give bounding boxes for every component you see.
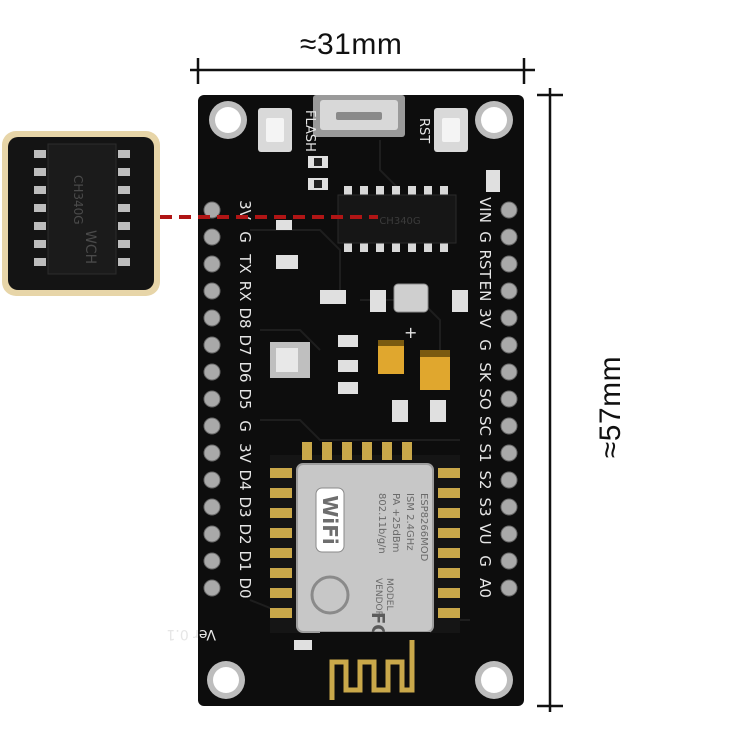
flash-label: FLASH: [302, 110, 317, 152]
mounting-hole: [209, 101, 247, 139]
pin-label: A0: [476, 578, 494, 598]
crystal: [393, 283, 429, 313]
left-header-pins: [203, 201, 221, 597]
module-text-line: PA +25dBm: [390, 493, 401, 552]
pin-label: 3V: [476, 308, 494, 329]
pin-label: D2: [236, 523, 254, 544]
left-pin-labels: 3V G TX RX D8 D7 D6 D5 G 3V D4 D3 D2 D1 …: [236, 200, 254, 598]
voltage-regulator: [270, 342, 310, 378]
pin-label: S3: [476, 497, 494, 516]
tantalum-capacitor: [420, 350, 450, 390]
pin-label: SC: [476, 416, 494, 436]
mounting-hole: [207, 661, 245, 699]
pin-label: D3: [236, 496, 254, 517]
module-text-line: ISM 2.4GHz: [404, 493, 415, 551]
pin-label: S1: [476, 443, 494, 462]
smd-components: [276, 156, 500, 650]
espressif-logo: [310, 575, 350, 615]
flash-button: [258, 108, 292, 152]
right-pin-labels: VIN G RST EN 3V G SK SO SC S1 S2 S3 VU G…: [476, 197, 494, 598]
pin-label: D4: [236, 469, 254, 490]
pin-label: G: [236, 231, 254, 243]
pin-label: RX: [236, 281, 254, 302]
vendor-label: VENDOR: [373, 578, 383, 617]
pin-label: D0: [236, 577, 254, 598]
model-label: MODEL: [384, 578, 394, 610]
right-header-pins: [500, 201, 518, 597]
pin-label: G: [236, 420, 254, 432]
pin-label: G: [476, 555, 494, 567]
pin-label: SK: [476, 362, 494, 383]
pin-label: D5: [236, 388, 254, 409]
pin-label: D6: [236, 361, 254, 382]
pin-label: S2: [476, 470, 494, 489]
module-text-line: ESP8266MOD: [418, 493, 429, 562]
pin-label: D1: [236, 550, 254, 571]
pin-label: D8: [236, 307, 254, 328]
pin-label: D7: [236, 334, 254, 355]
esp8266-module: WiFi ESP8266MOD ISM 2.4GHz PA +25dBm 802…: [270, 442, 460, 638]
wifi-logo: WiFi: [318, 495, 342, 544]
pin-label: SO: [476, 388, 494, 409]
micro-usb-connector: [313, 95, 405, 137]
pin-label: VIN: [476, 197, 494, 223]
mounting-hole: [475, 101, 513, 139]
module-text-line: 802.11b/g/n: [376, 493, 387, 554]
plus-label: +: [404, 323, 417, 342]
inset-brand-label: WCH: [82, 230, 98, 264]
chip-zoom-inset: CH340G WCH: [2, 131, 160, 296]
mounting-hole: [475, 661, 513, 699]
pcb-antenna: [320, 632, 430, 706]
svg-text:CH340G: CH340G: [379, 216, 420, 227]
pin-label: TX: [236, 253, 254, 273]
rst-label: RST: [416, 118, 431, 143]
height-dimension-line: [537, 88, 563, 712]
inset-chip-label: CH340G: [71, 175, 85, 225]
pin-label: RST: [476, 249, 494, 279]
pin-label: EN: [476, 281, 494, 302]
pin-label: 3V: [236, 443, 254, 464]
fc-logo: FC: [367, 612, 388, 638]
width-dimension-line: [190, 58, 535, 84]
width-dimension-label: ≈31mm: [300, 28, 403, 61]
tantalum-capacitor: [378, 340, 404, 374]
reset-button: [434, 108, 468, 152]
pin-label: G: [476, 339, 494, 351]
version-label: Ver 0.1: [166, 626, 216, 642]
pin-label: VU: [476, 523, 494, 544]
pin-label: G: [476, 231, 494, 243]
